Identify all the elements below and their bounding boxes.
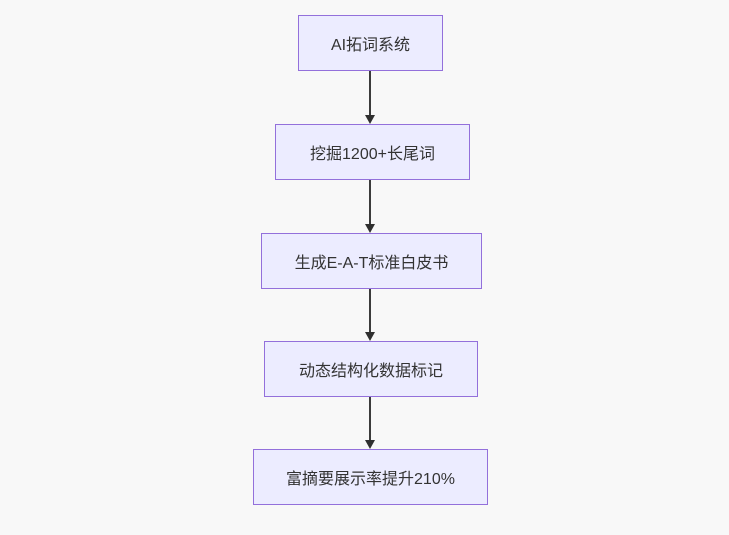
arrowhead-down-icon bbox=[365, 224, 375, 233]
flowchart-arrow bbox=[364, 180, 376, 233]
flowchart-node-eat-whitepaper: 生成E-A-T标准白皮书 bbox=[261, 233, 482, 289]
arrow-line bbox=[369, 289, 371, 334]
flowchart-arrow bbox=[364, 397, 376, 449]
arrowhead-down-icon bbox=[365, 115, 375, 124]
arrowhead-down-icon bbox=[365, 440, 375, 449]
arrow-line bbox=[369, 71, 371, 117]
arrow-line bbox=[369, 180, 371, 226]
node-label: AI拓词系统 bbox=[330, 37, 411, 54]
node-label: 富摘要展示率提升210% bbox=[286, 471, 455, 488]
flowchart-node-longtail-keywords: 挖掘1200+长尾词 bbox=[275, 124, 470, 180]
flowchart-arrow bbox=[364, 71, 376, 124]
flowchart-node-structured-data: 动态结构化数据标记 bbox=[264, 341, 478, 397]
flowchart-arrow bbox=[364, 289, 376, 341]
flowchart-node-ai-system: AI拓词系统 bbox=[298, 15, 443, 71]
node-label: 生成E-A-T标准白皮书 bbox=[294, 255, 449, 272]
flowchart-node-rich-snippet-result: 富摘要展示率提升210% bbox=[253, 449, 488, 505]
arrow-line bbox=[369, 397, 371, 442]
node-label: 动态结构化数据标记 bbox=[298, 363, 443, 380]
arrowhead-down-icon bbox=[365, 332, 375, 341]
node-label: 挖掘1200+长尾词 bbox=[310, 146, 435, 163]
